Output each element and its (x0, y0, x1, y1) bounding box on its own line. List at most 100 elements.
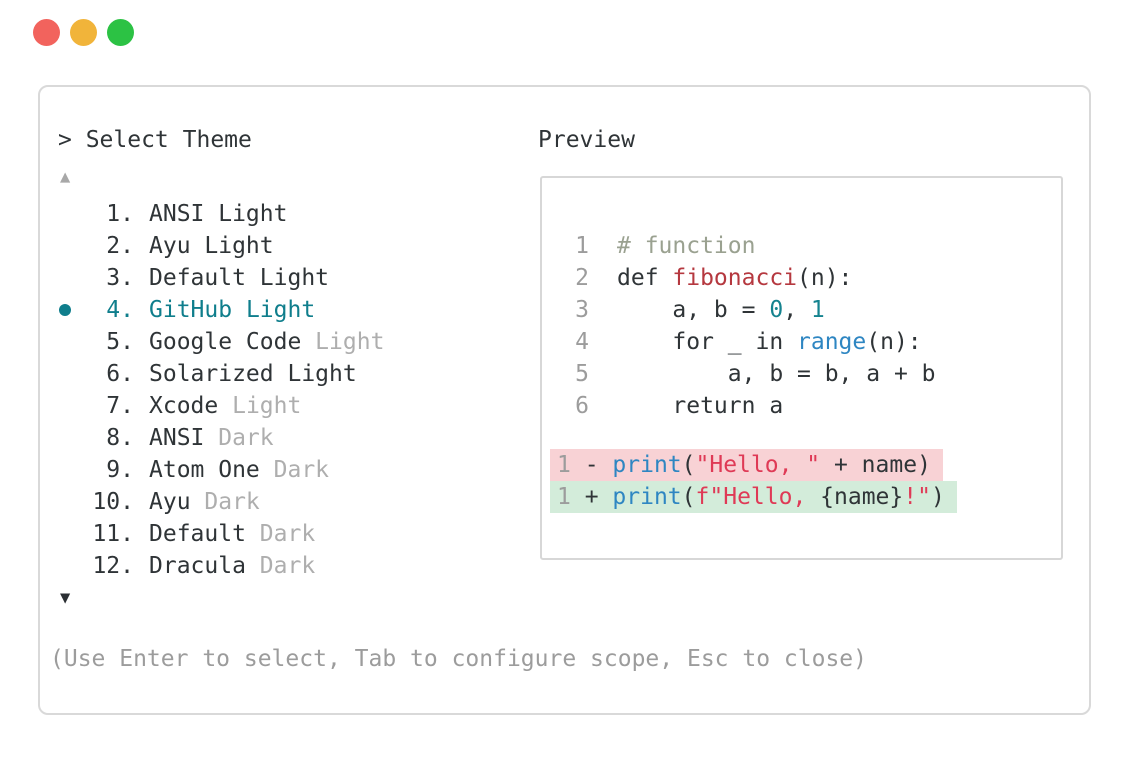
marker-space (58, 390, 82, 422)
code-token: fibonacci (672, 265, 798, 291)
marker-space (58, 550, 82, 582)
line-number: 1 (575, 233, 589, 259)
theme-list-item[interactable]: 10. Ayu Dark (58, 486, 384, 518)
theme-item-number: 5. (106, 329, 134, 355)
code-token: (n): (866, 329, 922, 355)
theme-item-variant: Dark (259, 457, 330, 483)
code-text: a, b = b, a + b (617, 358, 936, 390)
selected-dot-icon (58, 294, 82, 326)
theme-list-item[interactable]: 9.Atom One Dark (58, 454, 384, 486)
theme-list-item[interactable]: 5.Google Code Light (58, 326, 384, 358)
code-token: def (617, 265, 673, 291)
theme-list-item[interactable]: 11.Default Dark (58, 518, 384, 550)
theme-item-name: Ayu (149, 489, 191, 515)
window-controls (33, 19, 134, 46)
theme-item-variant: Dark (245, 553, 316, 579)
theme-item-name: Solarized (149, 361, 274, 387)
theme-list-item[interactable]: 4.GitHub Light (58, 294, 384, 326)
code-token: ( (681, 452, 696, 478)
diff-block: 1 - print("Hello, " + name)1 + print(f"H… (542, 449, 1061, 513)
code-text: for _ in range(n): (617, 326, 922, 358)
code-token: 0 (769, 297, 784, 323)
code-token: print (612, 452, 682, 478)
theme-item-variant: Light (245, 265, 330, 291)
theme-item-name: Ayu (149, 233, 191, 259)
code-token: 1 (810, 297, 825, 323)
theme-item-number: 11. (92, 521, 134, 547)
code-token: + (570, 484, 613, 510)
code-token: ( (681, 484, 696, 510)
theme-item-number: 12. (92, 553, 134, 579)
theme-item-variant: Light (204, 201, 288, 227)
theme-item-number: 3. (106, 265, 134, 291)
line-number: 5 (575, 361, 589, 387)
code-token: a, b = b, a + b (617, 361, 936, 387)
theme-list-item[interactable]: 8. ANSI Dark (58, 422, 384, 454)
theme-item-variant: Light (301, 329, 385, 355)
marker-space (58, 486, 82, 518)
theme-item-number: 1. (106, 201, 134, 227)
theme-item-number: 7. (106, 393, 134, 419)
theme-item-variant: Light (232, 297, 316, 323)
code-line: 5 a, b = b, a + b (542, 358, 1061, 390)
theme-item-name: Default (149, 521, 246, 547)
marker-space (58, 198, 82, 230)
code-token: "Hello, " (695, 452, 821, 478)
theme-item-number: 8. (106, 425, 134, 451)
code-token: # function (617, 233, 756, 259)
theme-item-number: 6. (106, 361, 134, 387)
theme-list-item[interactable]: 6. Solarized Light (58, 358, 384, 390)
help-text: (Use Enter to select, Tab to configure s… (50, 646, 867, 672)
code-token: f (695, 484, 710, 510)
marker-space (58, 422, 82, 454)
theme-item-number: 2. (106, 233, 134, 259)
marker-space (58, 262, 82, 294)
theme-item-name: Default (149, 265, 246, 291)
code-text: def fibonacci(n): (617, 262, 852, 294)
theme-item-variant: Dark (190, 489, 260, 515)
theme-list-item[interactable]: 7. Xcode Light (58, 390, 384, 422)
theme-list-item[interactable]: 12.Dracula Dark (58, 550, 384, 582)
code-line: 3 a, b = 0, 1 (542, 294, 1061, 326)
marker-space (58, 454, 82, 486)
code-token: 1 (557, 484, 571, 510)
scroll-down-icon[interactable]: ▼ (60, 588, 71, 608)
theme-list-item[interactable]: 1. ANSI Light (58, 198, 384, 230)
line-number: 2 (575, 265, 589, 291)
code-token: ) (930, 484, 945, 510)
theme-item-number: 9. (106, 457, 134, 483)
theme-list-item[interactable]: 3. Default Light (58, 262, 384, 294)
diff-added-line: 1 + print(f"Hello, {name}!") (550, 481, 957, 513)
code-token: "Hello, (709, 484, 821, 510)
diff-spacer (542, 422, 1061, 449)
code-token: range (797, 329, 867, 355)
minimize-button-icon[interactable] (70, 19, 97, 46)
code-line: 6 return a (542, 390, 1061, 422)
code-token: - (570, 452, 613, 478)
code-token: print (612, 484, 682, 510)
diff-removed-line: 1 - print("Hello, " + name) (550, 449, 943, 481)
theme-item-variant: Light (218, 393, 302, 419)
theme-item-name: GitHub (149, 297, 233, 323)
theme-item-name: ANSI (149, 201, 205, 227)
theme-list-item[interactable]: 2.Ayu Light (58, 230, 384, 262)
theme-item-name: Xcode (149, 393, 219, 419)
code-line: 4 for _ in range(n): (542, 326, 1061, 358)
line-number: 6 (575, 393, 589, 419)
code-token: + name) (820, 452, 931, 478)
code-token: !" (903, 484, 931, 510)
theme-item-number: 10. (92, 489, 134, 515)
theme-item-variant: Light (273, 361, 357, 387)
maximize-button-icon[interactable] (107, 19, 134, 46)
theme-item-variant: Dark (204, 425, 274, 451)
scroll-up-icon[interactable]: ▲ (60, 167, 71, 187)
theme-item-name: ANSI (149, 425, 205, 451)
close-button-icon[interactable] (33, 19, 60, 46)
marker-space (58, 518, 82, 550)
code-line: 2 def fibonacci(n): (542, 262, 1061, 294)
code-token: a, b = (617, 297, 770, 323)
line-number: 4 (575, 329, 589, 355)
